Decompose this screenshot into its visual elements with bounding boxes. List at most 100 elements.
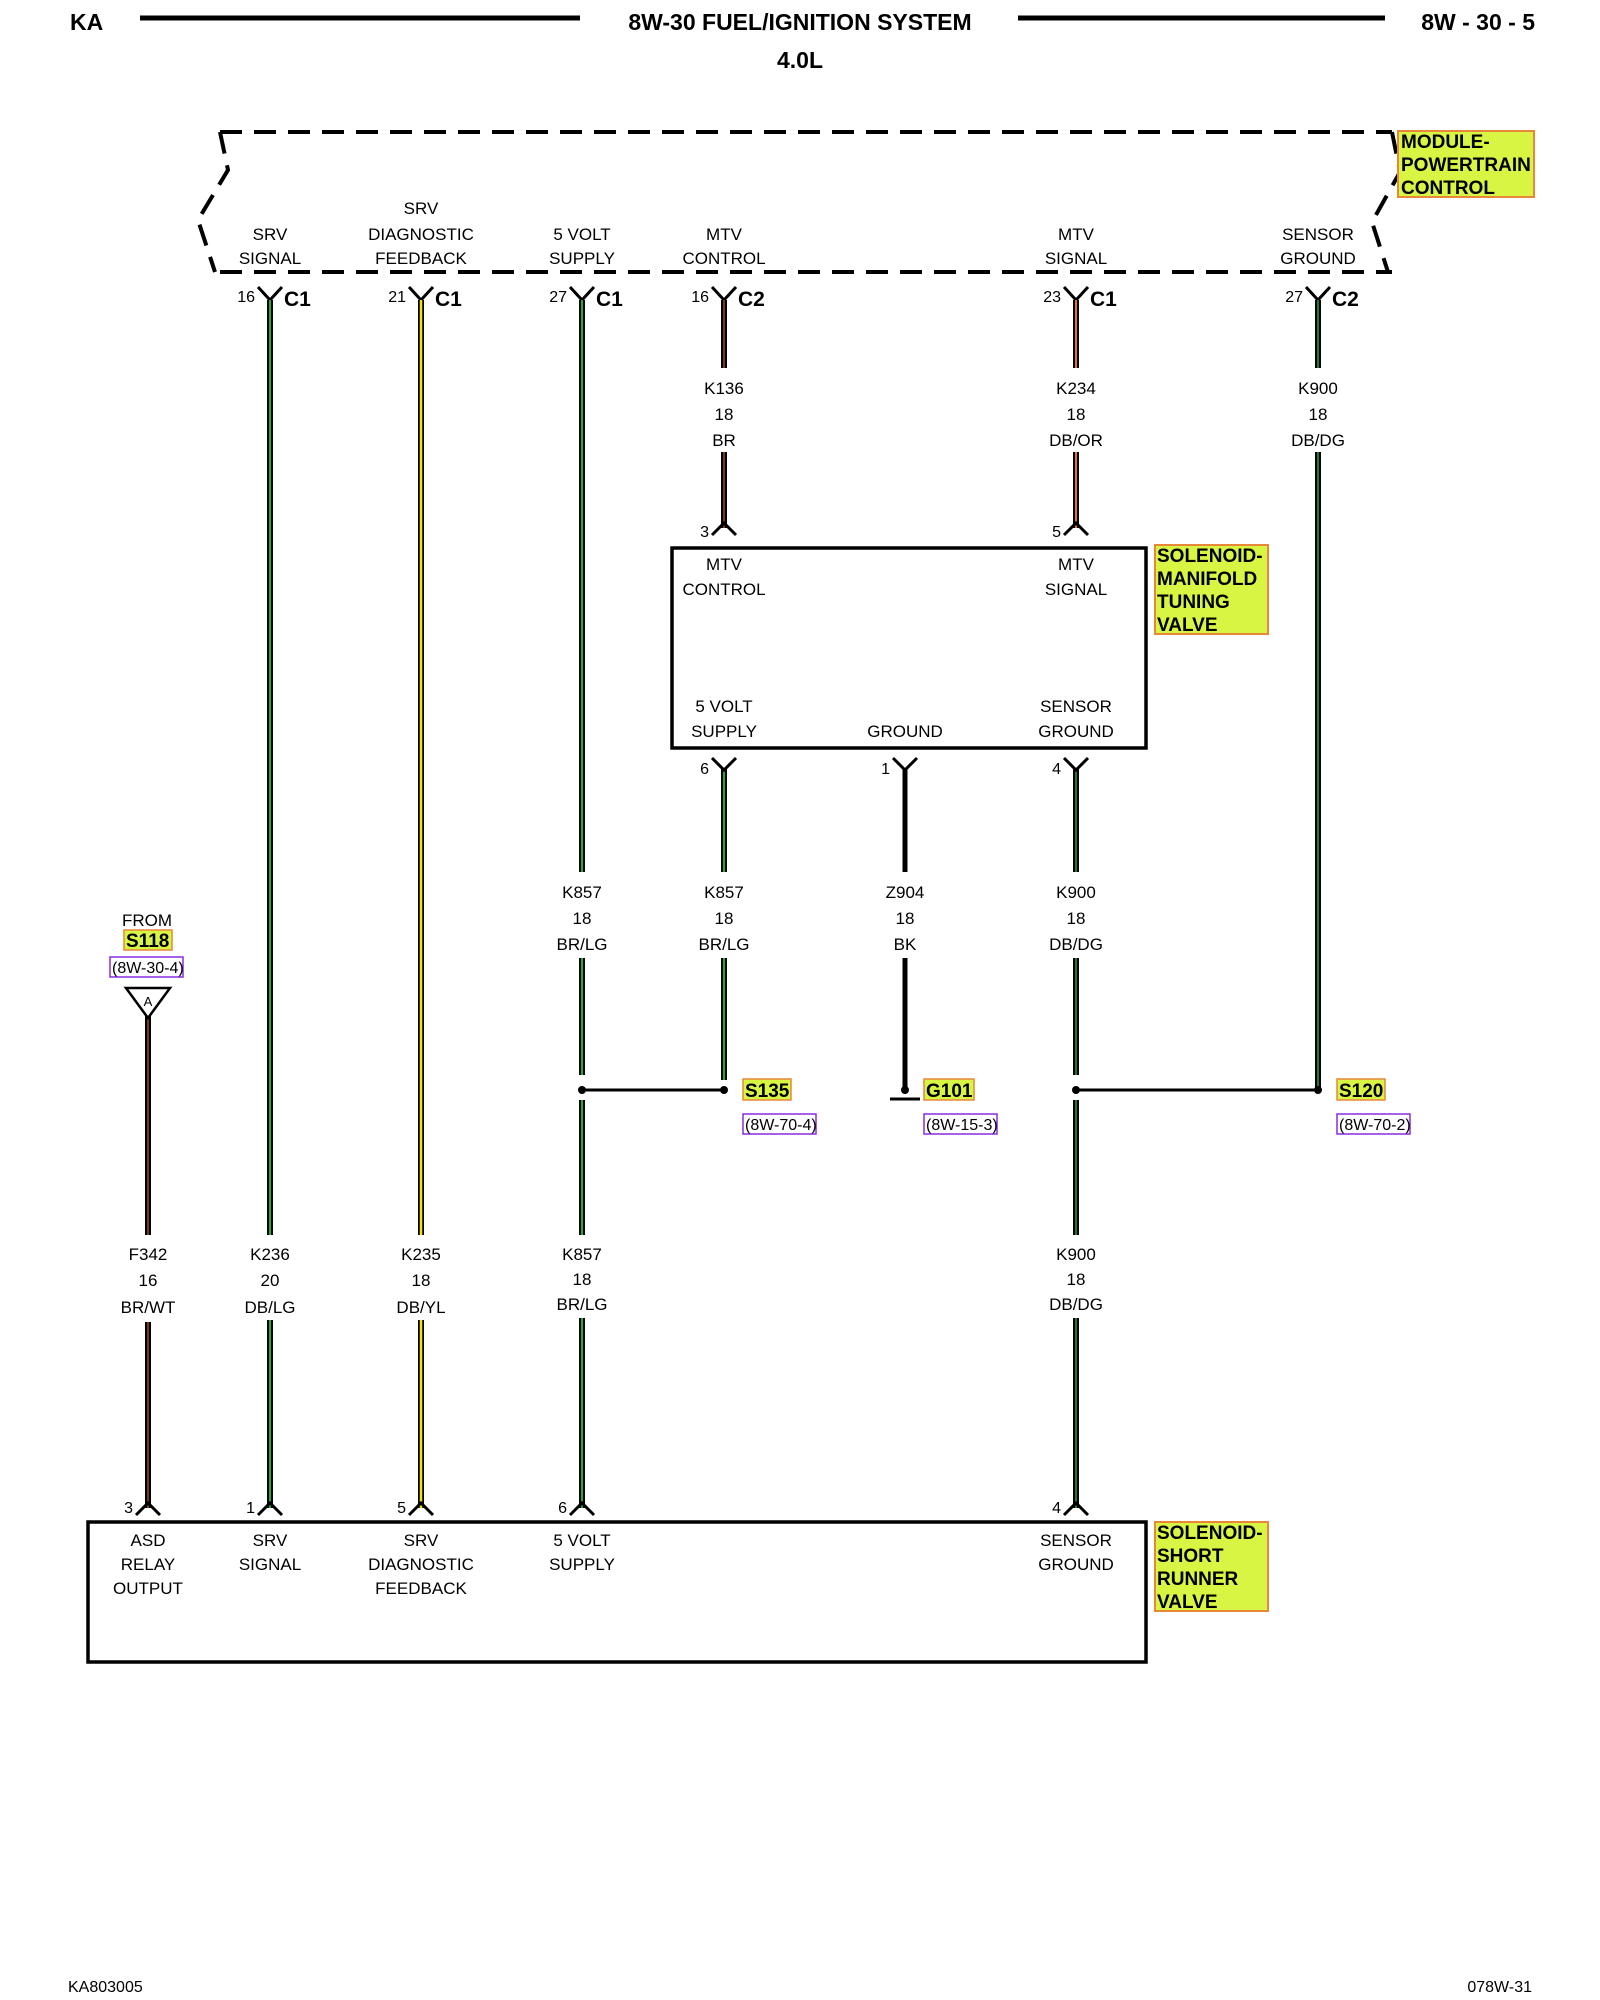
wire-gauge: 18 xyxy=(412,1271,431,1290)
srv-pin-number: 3 xyxy=(124,1500,133,1517)
wire-gauge: 18 xyxy=(1067,909,1086,928)
wire-id: K900 xyxy=(1056,883,1096,902)
srv-pin-number: 1 xyxy=(246,1500,255,1517)
srv-pin-label: DIAGNOSTIC xyxy=(368,1555,474,1574)
wire-labels: K136 18 BR K234 18 DB/OR K900 18 DB/DG K… xyxy=(121,379,1345,1317)
pcm-connector-id: C1 xyxy=(284,288,311,311)
wire-gauge: 16 xyxy=(139,1271,158,1290)
wire-id: K857 xyxy=(562,883,602,902)
mtv-pin-label: CONTROL xyxy=(682,580,765,599)
wire-id: F342 xyxy=(129,1245,168,1264)
header-subtitle: 4.0L xyxy=(777,47,823,73)
wire-gauge: 18 xyxy=(1067,1270,1086,1289)
pcm-pin-label: SRV xyxy=(253,225,288,244)
srv-name-line1: SOLENOID- xyxy=(1157,1523,1263,1544)
header-title: 8W-30 FUEL/IGNITION SYSTEM xyxy=(628,9,971,35)
pcm-pin-number: 27 xyxy=(549,289,567,306)
pcm-pin-label: SIGNAL xyxy=(1045,249,1107,268)
from-s118: FROM S118 (8W-30-4) A xyxy=(109,911,184,1021)
splice-ref: (8W-70-2) xyxy=(1339,1117,1411,1134)
wire-color: DB/YL xyxy=(396,1298,445,1317)
splice-s135: S135 (8W-70-4) xyxy=(742,1078,817,1135)
mtv-pin-label: MTV xyxy=(706,555,743,574)
wire-color: DB/DG xyxy=(1049,935,1103,954)
srv-pin-fork xyxy=(1062,1500,1090,1517)
mtv-bottom-pins: 5 VOLT SUPPLY GROUND SENSOR GROUND 6 1 4 xyxy=(691,697,1114,778)
wire-id: K900 xyxy=(1056,1245,1096,1264)
mtv-name-line4: VALVE xyxy=(1157,615,1218,636)
connector-letter: A xyxy=(144,994,153,1009)
wire-gauge: 18 xyxy=(1309,405,1328,424)
srv-pin-label: ASD xyxy=(131,1531,166,1550)
ground-name: G101 xyxy=(926,1081,973,1102)
wire-id: K900 xyxy=(1298,379,1338,398)
wire-gauge: 20 xyxy=(261,1271,280,1290)
wire-color: BR/LG xyxy=(698,935,749,954)
pcm-name-line2: POWERTRAIN xyxy=(1401,155,1531,176)
srv-pin-label: SRV xyxy=(253,1531,288,1550)
mtv-pin-label: MTV xyxy=(1058,555,1095,574)
srv-valve-box xyxy=(86,1520,1148,1664)
srv-name-line2: SHORT xyxy=(1157,1546,1224,1567)
mtv-pin-fork xyxy=(710,520,738,537)
wire-id: K234 xyxy=(1056,379,1096,398)
pcm-connector-id: C2 xyxy=(1332,288,1359,311)
pcm-pin-number: 27 xyxy=(1285,289,1303,306)
wire-id: K236 xyxy=(250,1245,290,1264)
srv-name-line4: VALVE xyxy=(1157,1592,1218,1613)
splice-s120: S120 (8W-70-2) xyxy=(1336,1078,1411,1135)
pcm-pin-label: SIGNAL xyxy=(239,249,301,268)
srv-pin-label: 5 VOLT xyxy=(553,1531,610,1550)
pcm-connector-id: C1 xyxy=(1090,288,1117,311)
wire-color: DB/DG xyxy=(1291,431,1345,450)
mtv-pin-number: 5 xyxy=(1052,524,1061,541)
wire-color: BR xyxy=(712,431,736,450)
wire-color: BR/LG xyxy=(556,935,607,954)
connector-triangle xyxy=(123,986,173,1021)
srv-pin-number: 4 xyxy=(1052,1500,1061,1517)
pcm-pin-label: SUPPLY xyxy=(549,249,615,268)
mtv-pin-label: GROUND xyxy=(867,722,943,741)
footer-right: 078W-31 xyxy=(1467,1979,1532,1996)
srv-pin-fork xyxy=(134,1500,162,1517)
srv-pin-label: SENSOR xyxy=(1040,1531,1112,1550)
wire-color: DB/OR xyxy=(1049,431,1103,450)
from-ref: (8W-30-4) xyxy=(112,960,184,977)
mtv-pin-label: 5 VOLT xyxy=(695,697,752,716)
pcm-pin-number: 16 xyxy=(691,289,709,306)
mtv-pin-fork xyxy=(1062,756,1090,773)
pcm-pin-label: CONTROL xyxy=(682,249,765,268)
wire-id: K136 xyxy=(704,379,744,398)
srv-top-pins: 3 1 5 6 4 xyxy=(124,1500,1090,1517)
pcm-module-outline xyxy=(195,130,1403,274)
header-left: KA xyxy=(70,9,103,35)
wire-color: DB/DG xyxy=(1049,1295,1103,1314)
mtv-pin-number: 4 xyxy=(1052,761,1061,778)
from-splice-name: S118 xyxy=(126,931,169,952)
wire-color: DB/LG xyxy=(244,1298,295,1317)
mtv-name-line3: TUNING xyxy=(1157,592,1230,613)
splice-name: S135 xyxy=(745,1081,790,1102)
wire-gauge: 18 xyxy=(573,1270,592,1289)
srv-pin-label: SIGNAL xyxy=(239,1555,301,1574)
wire-id: Z904 xyxy=(886,883,925,902)
srv-pin-number: 5 xyxy=(397,1500,406,1517)
srv-pin-label: SUPPLY xyxy=(549,1555,615,1574)
wire-id: K235 xyxy=(401,1245,441,1264)
mtv-pin-fork xyxy=(1062,520,1090,537)
srv-pin-labels: ASD RELAY OUTPUT SRV SIGNAL SRV DIAGNOST… xyxy=(113,1531,1114,1598)
pcm-pin-number: 21 xyxy=(388,289,406,306)
pcm-connector-id: C2 xyxy=(738,288,765,311)
pcm-fork xyxy=(256,285,1332,303)
wire-id: K857 xyxy=(704,883,744,902)
wire-gauge: 18 xyxy=(573,909,592,928)
pcm-pin-label: 5 VOLT xyxy=(553,225,610,244)
mtv-pin-number: 3 xyxy=(700,524,709,541)
pcm-connectors: 16 C1 21 C1 27 C1 16 C2 23 C1 27 C2 xyxy=(237,285,1359,311)
wire-gauge: 18 xyxy=(715,909,734,928)
header-right: 8W - 30 - 5 xyxy=(1421,9,1535,35)
mtv-pin-label: SENSOR xyxy=(1040,697,1112,716)
srv-pin-fork xyxy=(407,1500,435,1517)
pcm-pin-number: 16 xyxy=(237,289,255,306)
